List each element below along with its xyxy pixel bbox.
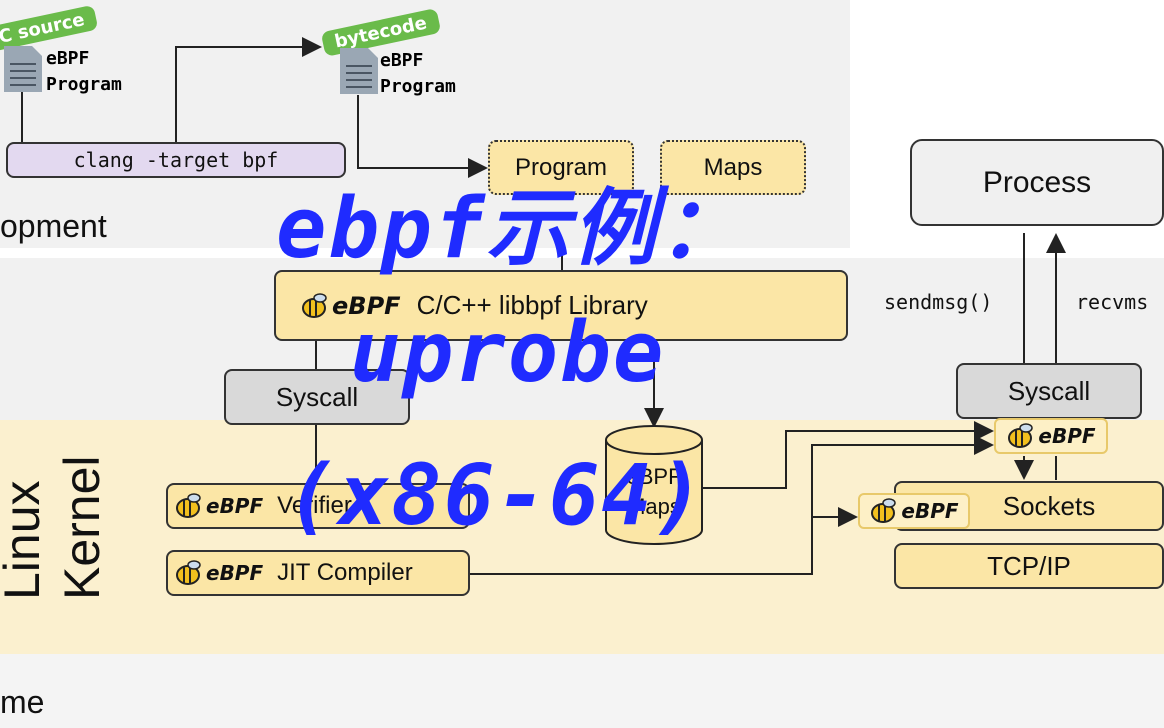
libbpf-library-box: eBPF C/C++ libbpf Library [274, 270, 848, 341]
libbpf-library-label: C/C++ libbpf Library [416, 290, 648, 320]
ebpf-logo: eBPF [174, 493, 263, 519]
overlay-title-line2: uprobe [350, 303, 666, 401]
ebpf-logo: eBPF [300, 292, 401, 320]
program-box: Program [488, 140, 634, 195]
maps-box: Maps [660, 140, 806, 195]
overlay-title-line3: (x86-64) [286, 446, 707, 544]
overlay-title-line1: ebpf示例： [276, 179, 745, 277]
verifier-box: eBPF Verifier [166, 483, 470, 529]
kernel-band [0, 420, 1164, 654]
jit-compiler-box: eBPF JIT Compiler [166, 550, 470, 596]
process-box: Process [910, 139, 1164, 226]
sendmsg-label: sendmsg() [884, 290, 993, 314]
verifier-label: Verifier [277, 492, 352, 519]
document-icon [340, 48, 378, 94]
ebpf-hook-sockets: eBPF [858, 493, 970, 529]
jit-compiler-label: JIT Compiler [277, 559, 413, 586]
runtime-band [0, 654, 1164, 728]
maps-cylinder [605, 425, 703, 545]
bee-icon [174, 560, 204, 586]
recvmsg-label: recvms [1076, 290, 1149, 314]
bee-icon [869, 498, 899, 524]
clang-box: clang -target bpf [6, 142, 346, 178]
bee-icon [174, 493, 204, 519]
document-icon [4, 46, 42, 92]
tcpip-box: TCP/IP [894, 543, 1164, 589]
kernel-label: Linux Kernel [0, 455, 110, 600]
syscall-right-box: Syscall [956, 363, 1142, 419]
bee-icon [300, 292, 330, 319]
runtime-label: me [0, 684, 45, 720]
bee-icon [1006, 423, 1036, 449]
ebpf-hook-top: eBPF [994, 418, 1108, 454]
ebpf-logo: eBPF [174, 560, 263, 586]
development-label: opment [0, 208, 107, 244]
development-band [0, 0, 850, 248]
syscall-left-box: Syscall [224, 369, 410, 425]
